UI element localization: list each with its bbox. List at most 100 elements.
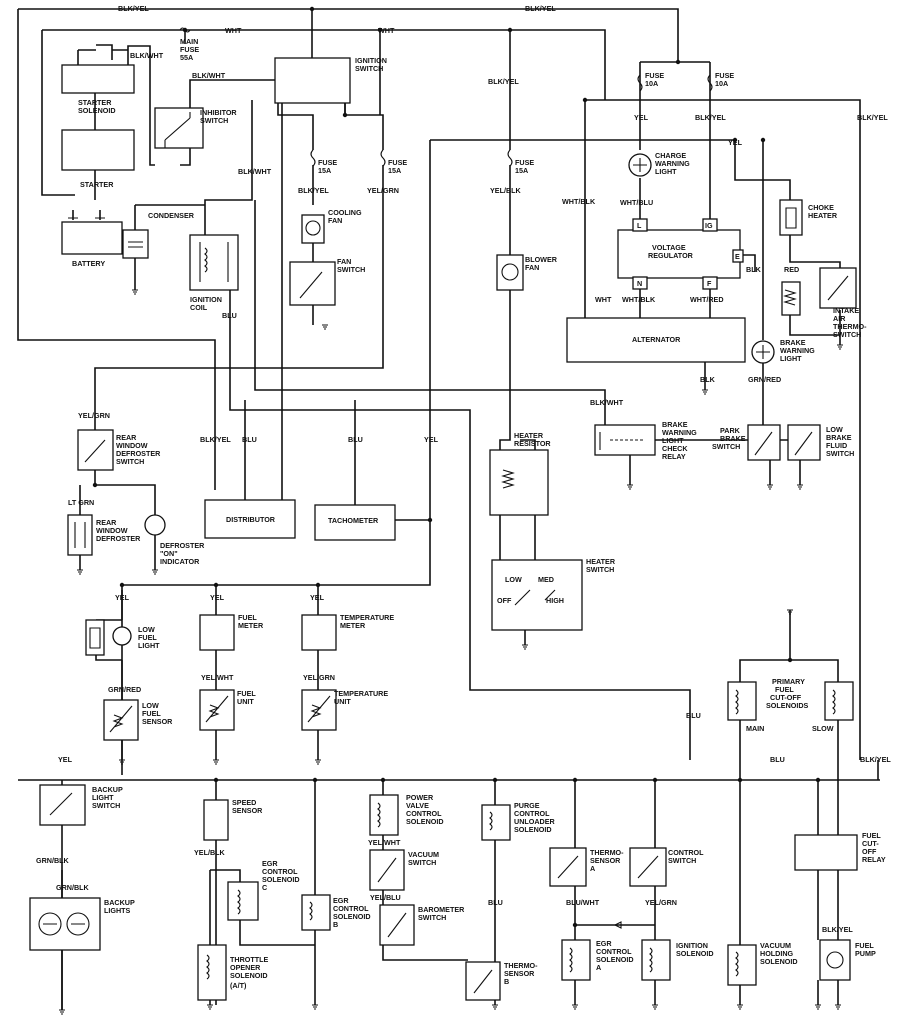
component-label: WARNING <box>662 428 697 437</box>
component-label: BATTERY <box>72 259 105 268</box>
alternator-box <box>566 317 746 363</box>
temp-unit-box <box>301 689 337 731</box>
thermo-b-box <box>465 961 501 1001</box>
component-label: METER <box>340 621 366 630</box>
fuel-cutoff-relay-box <box>794 834 858 871</box>
wire-label: GRN/RED <box>108 685 141 694</box>
component-label: SWITCH <box>408 858 436 867</box>
fuel-meter-box <box>199 614 235 651</box>
component-label: BRAKE <box>826 433 852 442</box>
component-label: CONTROL <box>514 809 550 818</box>
component-label: C <box>262 883 267 892</box>
wire-label: YEL/GRN <box>645 898 677 907</box>
ignition-solenoid-box <box>641 939 671 981</box>
wire-label: BLU <box>348 435 363 444</box>
control-switch-box <box>629 847 667 887</box>
component-label: FAN <box>337 257 351 266</box>
component-label: FUEL <box>237 689 256 698</box>
component-label: SOLENOID <box>230 971 268 980</box>
component-label: FLUID <box>826 441 847 450</box>
wire-label: GRN/BLK <box>56 883 90 892</box>
ground-icons <box>59 289 843 1015</box>
component-label: IGNITION <box>676 941 708 950</box>
component-label: BRAKE <box>662 420 688 429</box>
wire-label: BLU <box>222 311 237 320</box>
egr-b-box <box>301 894 331 931</box>
fuse-icons <box>179 27 713 167</box>
component-label: COOLING <box>328 208 362 217</box>
component-label: TEMPERATURE <box>334 689 388 698</box>
component-label: SWITCH <box>833 330 861 339</box>
component-label: SWITCH <box>355 64 383 73</box>
component-label: DEFROSTER <box>160 541 205 550</box>
solenoid-main-box <box>727 681 757 721</box>
wire-label: WHT/BLK <box>562 197 596 206</box>
component-label: UNIT <box>237 697 254 706</box>
speed-sensor-box <box>203 799 229 841</box>
component-label: METER <box>238 621 264 630</box>
component-label: PRIMARY <box>772 677 805 686</box>
component-label: WARNING <box>780 346 815 355</box>
component-label: A <box>596 963 601 972</box>
ignition-coil-box <box>189 234 239 291</box>
wire-label: RED <box>784 265 799 274</box>
component-label: OPENER <box>230 963 261 972</box>
component-label: BAROMETER <box>418 905 465 914</box>
fuse-label: 10A <box>715 79 728 88</box>
component-label: SENSOR <box>142 717 173 726</box>
component-label: FUEL <box>855 941 874 950</box>
voltage-regulator-box <box>617 229 741 279</box>
component-label: SOLENOID <box>760 957 798 966</box>
component-label: EGR <box>333 896 349 905</box>
component-label: SWITCH <box>586 565 614 574</box>
wire-label: YEL/GRN <box>303 673 335 682</box>
component-label: HEATER <box>586 557 616 566</box>
heater-resistor-box <box>489 449 549 516</box>
component-label: (A/T) <box>230 981 247 990</box>
component-label: SWITCH <box>200 116 228 125</box>
component-label: E <box>735 252 740 261</box>
low-fuel-sensor-box <box>103 699 139 741</box>
component-label: OFF <box>862 847 877 856</box>
component-label: RELAY <box>862 855 886 864</box>
wire-label: BLK/WHT <box>238 167 272 176</box>
component-label: ALTERNATOR <box>632 335 681 344</box>
component-label: CONTROL <box>668 848 704 857</box>
component-label: CUT-OFF <box>770 693 802 702</box>
component-label: LIGHT <box>655 167 677 176</box>
distributor-box <box>204 499 296 539</box>
wire-label: LT GRN <box>68 498 94 507</box>
component-label: SOLENOID <box>514 825 552 834</box>
tachometer-box <box>314 504 396 541</box>
component-label: THERMO- <box>504 961 538 970</box>
component-label: FAN <box>525 263 539 272</box>
component-label: MAIN <box>746 724 764 733</box>
wire-label: BLU <box>242 435 257 444</box>
component-label: EGR <box>262 859 278 868</box>
ignition-switch-box <box>274 57 351 104</box>
component-label: COIL <box>190 303 208 312</box>
backup-switch-box <box>39 784 86 826</box>
component-label: THROTTLE <box>230 955 269 964</box>
component-label: SOLENOID <box>596 955 634 964</box>
component-label: HEATER <box>514 431 544 440</box>
component-label: CONTROL <box>333 904 369 913</box>
component-label: IGNITION <box>190 295 222 304</box>
component-label: SLOW <box>812 724 834 733</box>
component-label: LOW <box>142 701 159 710</box>
wire-label: YEL <box>210 593 225 602</box>
wire-label: BLU/WHT <box>566 898 600 907</box>
component-label: LOW <box>505 575 522 584</box>
wire-label: BLK/WHT <box>590 398 624 407</box>
vacuum-holding-box <box>727 944 757 986</box>
wire-label: BLU <box>488 898 503 907</box>
component-label: HEATER <box>808 211 838 220</box>
wire-label: WHT/BLK <box>622 295 656 304</box>
wire-label: BLK/YEL <box>298 186 329 195</box>
component-label: "ON" <box>160 549 178 558</box>
fuse-labels: MAIN FUSE 55A FUSE 15A FUSE 15A FUSE 15A… <box>180 37 734 175</box>
component-label: SOLENOID <box>676 949 714 958</box>
fuel-pump-box <box>819 939 851 981</box>
component-label: HIGH <box>546 596 564 605</box>
wire-label: YEL <box>728 138 743 147</box>
